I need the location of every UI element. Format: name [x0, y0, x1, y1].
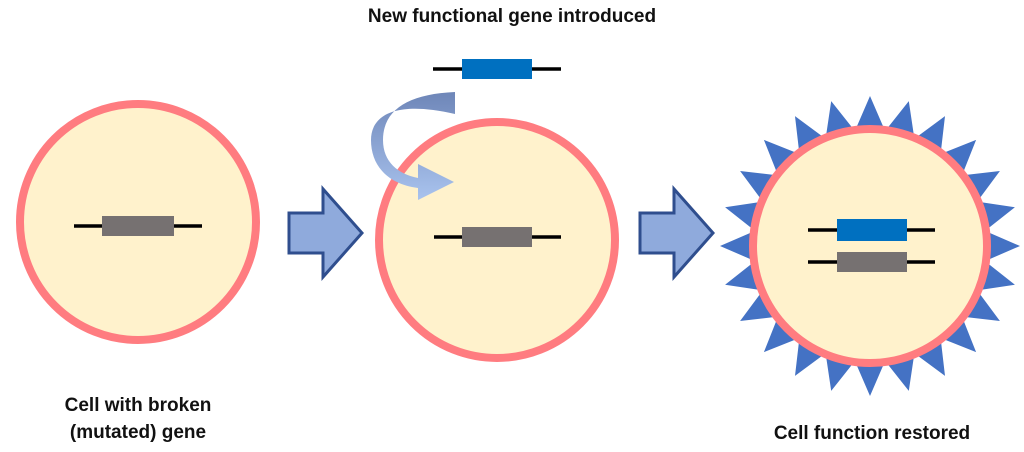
functional-gene — [837, 219, 907, 241]
incoming-functional-gene — [433, 59, 561, 79]
broken-gene — [102, 216, 174, 236]
cell-broken — [16, 100, 260, 344]
cell-receiving-gene — [375, 118, 619, 362]
broken-gene — [837, 252, 907, 272]
cell-restored — [720, 96, 1020, 396]
caption-line-1: Cell with broken — [64, 395, 212, 416]
caption-function-restored: Cell function restored — [773, 423, 971, 444]
broken-gene — [462, 227, 532, 247]
block-arrow-right-icon — [287, 185, 365, 281]
block-arrow-right-icon — [638, 185, 716, 281]
cell-membrane — [749, 125, 991, 367]
functional-gene — [462, 59, 532, 79]
caption-broken-cell: Cell with broken (mutated) gene — [20, 392, 256, 446]
curved-arrow-icon — [371, 92, 455, 200]
title-new-gene-introduced: New functional gene introduced — [367, 6, 657, 27]
caption-line-2: (mutated) gene — [69, 422, 207, 443]
